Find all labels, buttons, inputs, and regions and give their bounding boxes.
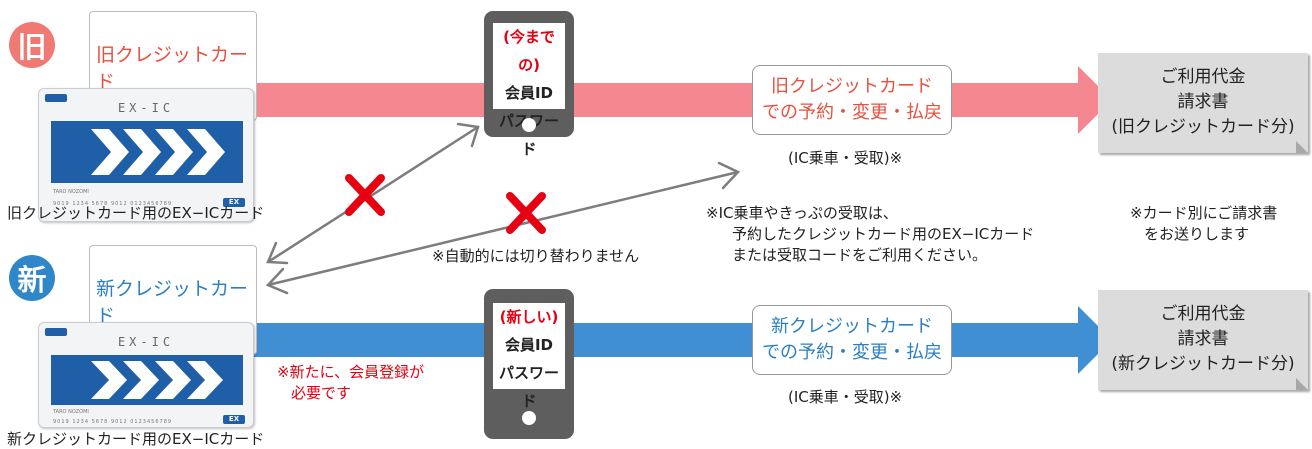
- old-reservation-line1: 旧クレジットカード: [771, 76, 933, 97]
- new-reservation-line1: 新クレジットカード: [771, 316, 933, 337]
- old-bill-line1: ご利用代金: [1160, 67, 1246, 87]
- old-phone-id: 会員ID: [504, 84, 554, 102]
- old-phone-password: パスワード: [498, 112, 559, 158]
- bill-corner-fold: [1296, 378, 1308, 390]
- new-bill: ご利用代金 請求書 (新クレジットカード分): [1098, 290, 1308, 390]
- new-badge: 新: [9, 255, 55, 301]
- auto-switch-note: ※自動的には切り替わりません: [432, 247, 640, 265]
- phone-home-button-icon: [522, 118, 536, 132]
- phone-home-button-icon: [522, 411, 536, 425]
- card-ex-ic-text: EX-IC: [117, 101, 175, 115]
- old-phone-top: (今までの): [503, 28, 555, 74]
- new-phone-top: (新しい): [499, 308, 559, 326]
- card-number: 9019 1234 5678 9012 0123456789: [53, 201, 173, 207]
- card-ex-badge: EX: [223, 198, 245, 207]
- old-bill: ご利用代金 請求書 (旧クレジットカード分): [1098, 53, 1308, 153]
- register-note-line1: ※新たに、会員登録が: [277, 363, 425, 381]
- card-ex-ic-text: EX-IC: [117, 335, 175, 349]
- new-bill-line1: ご利用代金: [1160, 304, 1246, 324]
- bill-corner-fold: [1296, 141, 1308, 153]
- cross-mark-left: [345, 174, 385, 216]
- old-reservation-line2: での予約・変更・払戻: [762, 102, 942, 123]
- old-card-caption: 旧クレジットカード用のEX−ICカード: [7, 204, 265, 222]
- old-reservation-box: 旧クレジットカード での予約・変更・払戻: [752, 65, 952, 135]
- old-ic-note: (IC乗車・受取)※: [788, 149, 903, 167]
- old-bill-line3: (旧クレジットカード分): [1111, 117, 1295, 137]
- new-bill-line3: (新クレジットカード分): [1111, 354, 1295, 374]
- old-flow-arrowhead: [1078, 66, 1112, 134]
- old-bill-line2: 請求書: [1177, 92, 1229, 112]
- cross-mark-right: [506, 192, 546, 234]
- card-logo-icon: [45, 94, 67, 102]
- ic-usage-note-line2: 予約したクレジットカード用のEX−ICカード: [732, 225, 1035, 243]
- new-bill-line2: 請求書: [1177, 329, 1229, 349]
- register-note: ※新たに、会員登録が 必要です: [277, 362, 424, 404]
- new-phone: (新しい) 会員ID パスワード: [484, 289, 574, 439]
- new-card-title: 新クレジットカード: [96, 278, 249, 327]
- bill-note-line2: をお送りします: [1144, 225, 1250, 243]
- new-flow-band: [250, 323, 1080, 357]
- card-holder-name: TARO NOZOMI: [53, 189, 89, 195]
- old-phone-screen: (今までの) 会員ID パスワード: [493, 23, 565, 158]
- ic-usage-note-line1: ※IC乗車やきっぷの受取は、: [706, 204, 898, 222]
- new-ex-ic-card: EX-IC TARO NOZOMI 9019 1234 5678 9012 01…: [38, 322, 254, 428]
- old-phone: (今までの) 会員ID パスワード: [484, 11, 574, 158]
- register-note-line2: 必要です: [291, 384, 352, 402]
- new-reservation-line2: での予約・変更・払戻: [762, 342, 942, 363]
- card-holder-name: TARO NOZOMI: [53, 409, 89, 415]
- new-card-caption: 新クレジットカード用のEX−ICカード: [7, 430, 265, 448]
- new-reservation-box: 新クレジットカード での予約・変更・払戻: [752, 305, 952, 375]
- card-logo-icon: [45, 328, 67, 336]
- bill-note: ※カード別にご請求書 をお送りします: [1130, 203, 1277, 245]
- chevrons-icon: [51, 121, 243, 183]
- new-phone-password: パスワード: [498, 364, 559, 410]
- new-ic-note: (IC乗車・受取)※: [788, 388, 903, 406]
- chevrons-icon: [51, 355, 243, 405]
- no-switch-arrows: [265, 122, 741, 295]
- old-card-title: 旧クレジットカード: [96, 44, 249, 93]
- old-flow-band: [250, 83, 1080, 117]
- card-number: 9019 1234 5678 9012 0123456789: [53, 419, 173, 425]
- bill-note-line1: ※カード別にご請求書: [1130, 204, 1278, 222]
- new-phone-screen: (新しい) 会員ID パスワード: [493, 303, 565, 410]
- ic-usage-note-line3: または受取コードをご利用ください。: [732, 246, 988, 264]
- new-phone-id: 会員ID: [504, 336, 554, 354]
- old-badge: 旧: [9, 22, 55, 68]
- new-flow-arrowhead: [1078, 306, 1112, 374]
- ic-usage-note: ※IC乗車やきっぷの受取は、 予約したクレジットカード用のEX−ICカード また…: [706, 203, 1034, 266]
- card-ex-badge: EX: [223, 415, 245, 424]
- old-ex-ic-card: EX-IC TARO NOZOMI 9019 1234 5678 9012 01…: [38, 88, 254, 222]
